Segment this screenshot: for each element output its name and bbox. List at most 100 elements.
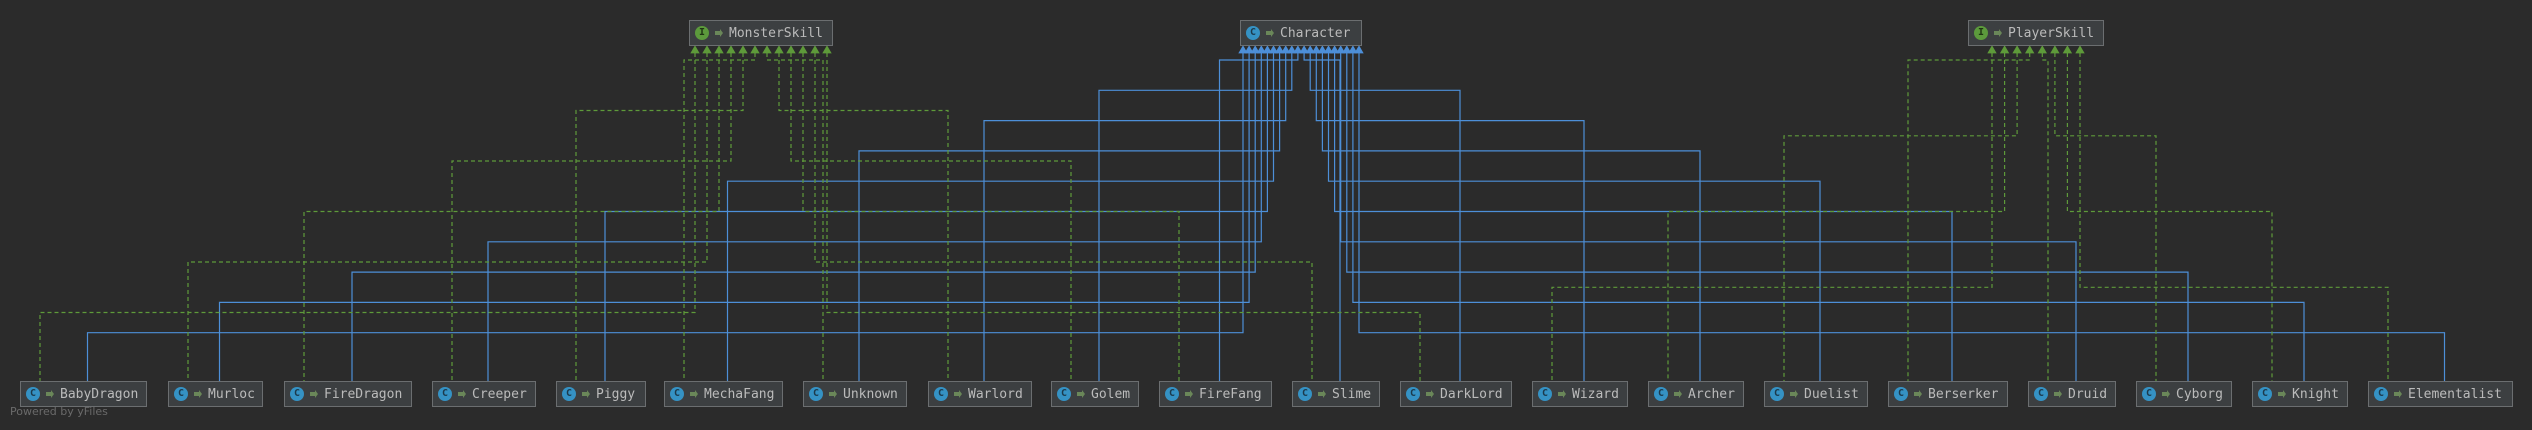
edge-duelist-extends-character — [1327, 53, 1821, 381]
public-visibility-icon — [1790, 390, 1798, 398]
class-icon: C — [2258, 387, 2272, 401]
node-warlord[interactable]: C Warlord — [928, 381, 1032, 407]
public-visibility-icon — [582, 390, 590, 398]
node-unknown[interactable]: C Unknown — [803, 381, 907, 407]
class-icon: C — [2374, 387, 2388, 401]
node-archer[interactable]: C Archer — [1648, 381, 1744, 407]
node-golem[interactable]: C Golem — [1051, 381, 1139, 407]
edge-creeper-extends-character — [487, 53, 1262, 381]
arrow-head — [1342, 45, 1352, 54]
arrow-head — [1299, 45, 1309, 54]
edge-slime-implements-monsterskill — [814, 53, 1313, 381]
arrow-head — [1238, 45, 1248, 54]
class-icon: C — [1770, 387, 1784, 401]
class-icon: C — [562, 387, 576, 401]
arrow-head — [774, 45, 784, 54]
arrow-head — [1348, 45, 1358, 54]
node-duelist[interactable]: C Duelist — [1764, 381, 1868, 407]
node-playerskill[interactable]: I PlayerSkill — [1968, 20, 2104, 46]
edge-wizard-extends-character — [1315, 53, 1585, 381]
class-icon: C — [670, 387, 684, 401]
node-piggy[interactable]: C Piggy — [556, 381, 646, 407]
edge-duelist-implements-playerskill — [1783, 53, 2018, 381]
edge-creeper-implements-monsterskill — [451, 53, 732, 381]
public-visibility-icon — [1426, 390, 1434, 398]
node-firedragon[interactable]: C FireDragon — [284, 381, 412, 407]
node-babydragon[interactable]: C BabyDragon — [20, 381, 147, 407]
node-label: Murloc — [208, 386, 255, 402]
edge-murloc-extends-character — [218, 53, 1250, 381]
class-icon: C — [1654, 387, 1668, 401]
edge-berserker-extends-character — [1334, 53, 1953, 381]
node-darklord[interactable]: C DarkLord — [1400, 381, 1512, 407]
arrow-head — [1336, 45, 1346, 54]
edge-unknown-implements-monsterskill — [766, 53, 824, 381]
arrow-head — [1317, 45, 1328, 54]
class-icon: C — [1165, 387, 1179, 401]
interface-icon: I — [1974, 26, 1988, 40]
arrow-head — [786, 45, 796, 54]
node-label: Druid — [2068, 386, 2108, 402]
public-visibility-icon — [1266, 29, 1274, 37]
node-label: Warlord — [968, 386, 1023, 402]
node-berserker[interactable]: C Berserker — [1888, 381, 2008, 407]
arrow-head — [2075, 45, 2085, 54]
node-label: MechaFang — [704, 386, 775, 402]
edge-berserker-implements-playerskill — [1907, 53, 2031, 381]
node-label: Elementalist — [2408, 386, 2502, 402]
node-label: Wizard — [1572, 386, 1619, 402]
edge-druid-extends-character — [1340, 53, 2077, 381]
public-visibility-icon — [1318, 390, 1326, 398]
node-mechafang[interactable]: C MechaFang — [664, 381, 783, 407]
arrow-head — [702, 45, 712, 54]
public-visibility-icon — [954, 390, 962, 398]
node-firefang[interactable]: C FireFang — [1159, 381, 1272, 407]
class-icon: C — [934, 387, 948, 401]
arrow-head — [714, 45, 724, 54]
class-icon: C — [1538, 387, 1552, 401]
interface-icon: I — [695, 26, 709, 40]
edge-cyborg-extends-character — [1346, 53, 2189, 381]
arrow-head — [810, 45, 820, 54]
node-wizard[interactable]: C Wizard — [1532, 381, 1628, 407]
edge-wizard-implements-playerskill — [1551, 53, 1993, 381]
node-elementalist[interactable]: C Elementalist — [2368, 381, 2513, 407]
node-label: Golem — [1091, 386, 1131, 402]
node-cyborg[interactable]: C Cyborg — [2136, 381, 2232, 407]
node-label: Berserker — [1928, 386, 1999, 402]
public-visibility-icon — [2054, 390, 2062, 398]
node-knight[interactable]: C Knight — [2252, 381, 2348, 407]
edge-piggy-extends-character — [604, 53, 1268, 381]
node-label: BabyDragon — [60, 386, 139, 402]
node-character[interactable]: C Character — [1240, 20, 1362, 46]
public-visibility-icon — [1914, 390, 1922, 398]
arrow-head — [1311, 45, 1321, 54]
node-monsterskill[interactable]: I MonsterSkill — [689, 20, 833, 46]
node-label: MonsterSkill — [729, 25, 823, 41]
arrow-head — [2037, 45, 2047, 54]
node-druid[interactable]: C Druid — [2028, 381, 2116, 407]
arrow-head — [2012, 45, 2022, 54]
arrow-head — [1268, 45, 1279, 54]
public-visibility-icon — [2162, 390, 2170, 398]
public-visibility-icon — [2278, 390, 2286, 398]
edge-warlord-extends-character — [983, 53, 1287, 381]
node-label: Character — [1280, 25, 1351, 41]
arrow-head — [1999, 45, 2010, 54]
node-slime[interactable]: C Slime — [1292, 381, 1380, 407]
class-icon: C — [1894, 387, 1908, 401]
arrow-head — [2025, 45, 2035, 54]
arrow-head — [750, 45, 760, 54]
public-visibility-icon — [829, 390, 837, 398]
edge-firedragon-implements-monsterskill — [303, 53, 720, 381]
node-creeper[interactable]: C Creeper — [432, 381, 536, 407]
arrow-head — [822, 45, 832, 54]
node-label: DarkLord — [1440, 386, 1503, 402]
class-icon: C — [1057, 387, 1071, 401]
class-icon: C — [26, 387, 40, 401]
edge-babydragon-extends-character — [86, 53, 1244, 381]
node-murloc[interactable]: C Murloc — [168, 381, 263, 407]
edge-mechafang-extends-character — [726, 53, 1275, 381]
